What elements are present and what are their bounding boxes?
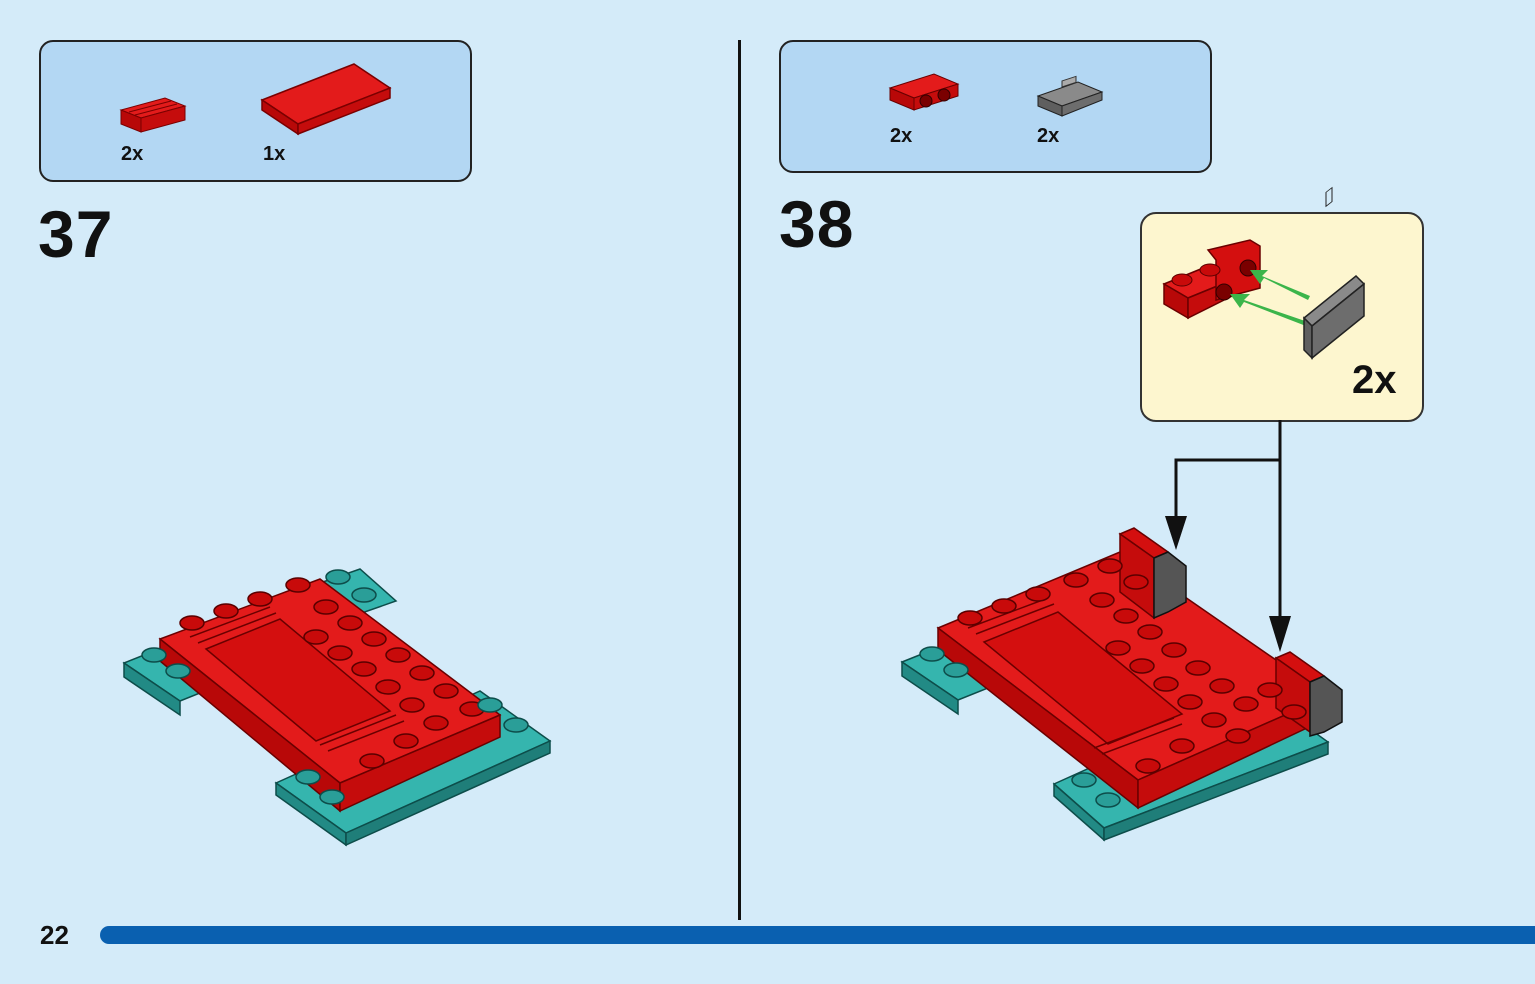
part-qty-38-2: 2x bbox=[1037, 125, 1060, 147]
page-number: 22 bbox=[40, 920, 69, 950]
model-step-38 bbox=[900, 527, 1343, 842]
step-number-38: 38 bbox=[779, 187, 855, 261]
red-tile-icon bbox=[260, 63, 392, 136]
step-divider bbox=[738, 40, 741, 920]
gray-tile-icon bbox=[1036, 75, 1104, 117]
red-bracket-icon bbox=[888, 73, 960, 111]
subassembly-illustration bbox=[1162, 186, 1366, 360]
red-plate-rail-icon bbox=[119, 97, 187, 133]
page-progress-bar bbox=[100, 926, 1535, 944]
part-qty-37-2: 1x bbox=[263, 143, 286, 165]
part-qty-38-1: 2x bbox=[890, 125, 913, 147]
down-arrow-icon bbox=[1165, 516, 1187, 550]
subassembly-qty: 2x bbox=[1352, 358, 1397, 402]
parts-box-step-38 bbox=[779, 40, 1212, 173]
green-arrow-icon bbox=[1230, 270, 1310, 326]
down-arrow-icon bbox=[1269, 616, 1291, 652]
part-qty-37-1: 2x bbox=[121, 143, 144, 165]
callout-arrows bbox=[1165, 420, 1291, 652]
parts-box-step-37 bbox=[39, 40, 472, 182]
model-step-37 bbox=[122, 568, 552, 847]
step-number-37: 37 bbox=[38, 197, 114, 271]
